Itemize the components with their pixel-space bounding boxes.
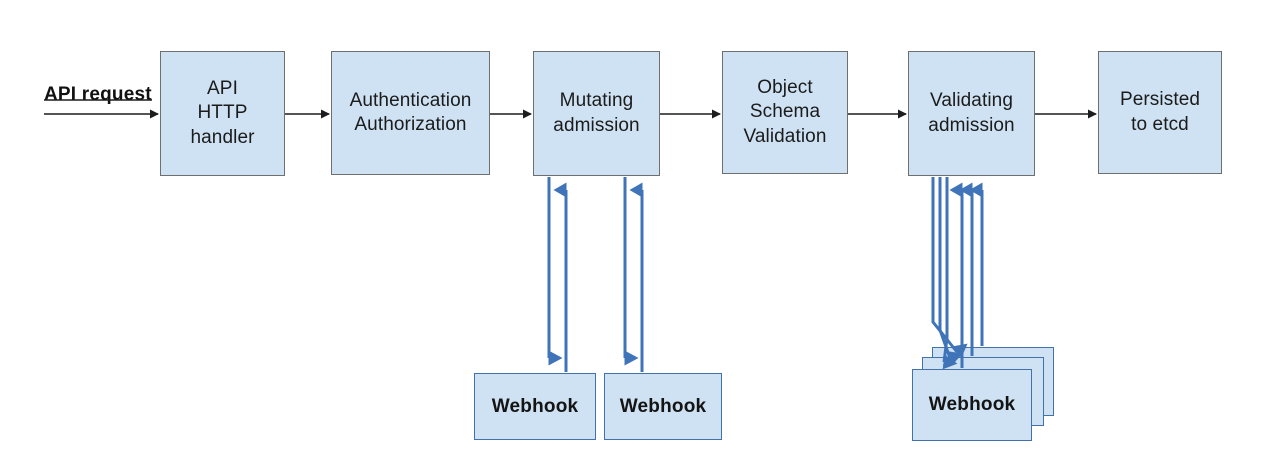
- arrow-validating-to-webhook-3: [931, 177, 968, 359]
- node-api-http-handler[interactable]: API HTTP handler: [160, 51, 285, 176]
- node-object-schema-validation[interactable]: Object Schema Validation: [722, 51, 848, 174]
- webhook-box-mutating-2[interactable]: Webhook: [604, 373, 722, 440]
- arrow-validating-to-webhook-2: [938, 177, 963, 366]
- node-validating-admission[interactable]: Validating admission: [908, 51, 1035, 176]
- arrow-validating-to-webhook-1: [942, 177, 958, 370]
- node-mutating-admission[interactable]: Mutating admission: [533, 51, 660, 176]
- api-request-label: API request: [44, 84, 152, 105]
- webhook-box-validating-1[interactable]: Webhook: [912, 369, 1032, 441]
- node-authentication-authorization[interactable]: Authentication Authorization: [331, 51, 490, 175]
- webhook-box-mutating-1[interactable]: Webhook: [474, 373, 596, 440]
- node-persisted-to-etcd[interactable]: Persisted to etcd: [1098, 51, 1222, 174]
